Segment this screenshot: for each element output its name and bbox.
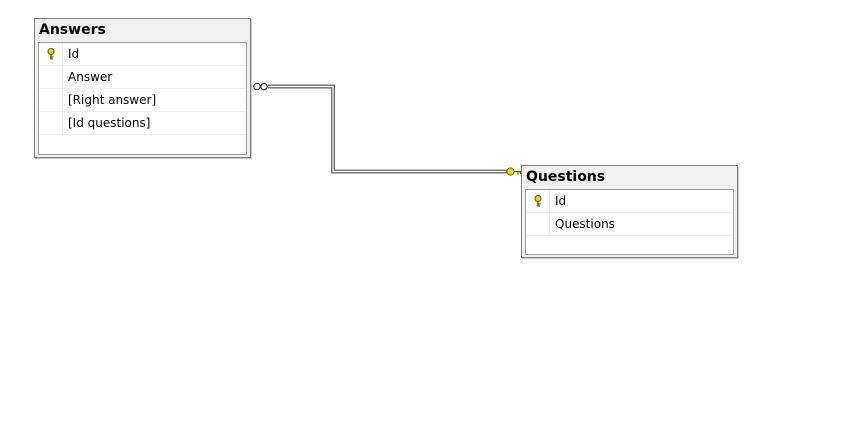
row-selector <box>39 66 63 88</box>
column-row[interactable]: Id <box>526 190 733 213</box>
row-selector <box>39 89 63 111</box>
column-list: Id Answer [Right answer] [Id questions] <box>38 42 247 155</box>
column-name: Id <box>68 47 80 61</box>
relationship-key-icon <box>506 167 522 176</box>
relationship-line[interactable] <box>268 84 507 174</box>
infinity-icon <box>253 82 268 91</box>
row-selector <box>39 135 63 158</box>
column-row[interactable]: [Right answer] <box>39 89 246 112</box>
column-row[interactable]: Answer <box>39 66 246 89</box>
table-answers[interactable]: Answers Id Answer [Right answer] [Id que… <box>34 18 251 158</box>
column-name: Answer <box>68 70 113 84</box>
column-name: Id <box>555 194 567 208</box>
table-title[interactable]: Answers <box>39 22 106 38</box>
row-selector <box>526 236 550 259</box>
column-row[interactable]: Id <box>39 43 246 66</box>
row-selector <box>526 213 550 235</box>
column-row[interactable]: [Id questions] <box>39 112 246 135</box>
row-selector <box>39 112 63 134</box>
column-list: Id Questions <box>525 189 734 255</box>
primary-key-icon <box>526 190 550 212</box>
new-column-row[interactable] <box>39 135 246 158</box>
column-name: [Right answer] <box>68 93 157 107</box>
primary-key-icon <box>39 43 63 65</box>
column-name: Questions <box>555 217 615 231</box>
column-row[interactable]: Questions <box>526 213 733 236</box>
table-title[interactable]: Questions <box>526 169 606 185</box>
table-questions[interactable]: Questions Id Questions <box>521 165 738 258</box>
new-column-row[interactable] <box>526 236 733 259</box>
column-name: [Id questions] <box>68 116 151 130</box>
